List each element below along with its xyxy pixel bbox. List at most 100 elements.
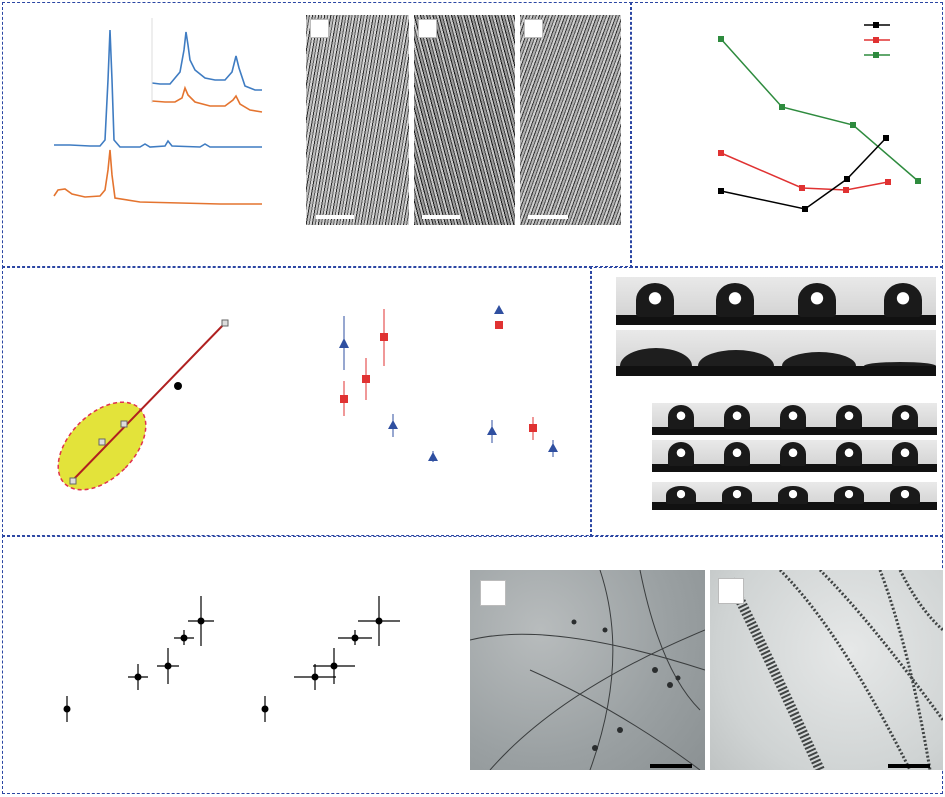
legend-red-marker — [873, 37, 879, 43]
contact-angle-strip-2 — [616, 330, 936, 376]
fiber-bead — [617, 727, 623, 733]
fiber — [878, 570, 932, 770]
fiber — [639, 570, 701, 711]
sem-image-left — [470, 570, 705, 770]
droplet — [716, 283, 754, 317]
line-plot-panel-border — [630, 2, 943, 268]
legend-green-marker — [873, 52, 879, 58]
tem-image-left — [306, 15, 409, 225]
sem-right-scale-bar — [888, 764, 930, 768]
point-red-square — [380, 333, 388, 341]
data-point — [164, 662, 172, 670]
droplet — [834, 486, 864, 504]
droplet — [724, 405, 750, 429]
data-point — [261, 705, 269, 713]
fiber — [898, 570, 943, 632]
point-blue-triangle — [428, 452, 438, 461]
series-red-point — [718, 150, 724, 156]
middle-row-border — [2, 266, 592, 537]
spectrum-blue-main — [54, 29, 262, 148]
fiber-bead — [592, 745, 598, 751]
contact-angle-strip-4 — [652, 440, 937, 472]
tem-right-scale-bar — [528, 215, 568, 219]
tem-image-middle-label — [418, 19, 437, 38]
tem-left-scale-bar — [316, 215, 354, 219]
sem-left-scale-bar — [650, 764, 692, 768]
series-red-point — [885, 179, 891, 185]
sem-right-fibers — [725, 570, 943, 770]
sem-image-left-label — [480, 580, 506, 606]
droplet — [884, 283, 922, 317]
droplet — [636, 283, 674, 317]
data-point-outlier — [174, 382, 182, 390]
spectrum-orange-inset — [151, 85, 263, 113]
spectrum-blue-inset — [151, 31, 262, 91]
series-red-line — [720, 152, 889, 191]
point-blue-triangle — [548, 443, 558, 452]
data-point — [311, 673, 319, 681]
droplet — [892, 442, 918, 466]
point-blue-triangle — [494, 305, 504, 314]
point-red-square — [529, 424, 537, 432]
series-black-point — [802, 206, 808, 212]
series-green-point — [915, 178, 921, 184]
sem-left-fibers — [470, 570, 705, 770]
data-point-square — [98, 438, 106, 446]
series-black-point — [718, 188, 724, 194]
tem-middle-scale-bar — [422, 215, 460, 219]
droplet — [836, 405, 862, 429]
fiber — [778, 570, 912, 770]
data-point-square — [69, 477, 77, 485]
series-red-point — [843, 187, 849, 193]
point-blue-triangle — [487, 426, 497, 435]
data-point — [180, 634, 188, 642]
data-point — [63, 705, 71, 713]
surface-line — [652, 464, 937, 472]
fiber-bead — [675, 675, 681, 681]
droplet — [668, 405, 694, 429]
data-point — [134, 673, 142, 681]
droplet — [892, 405, 918, 429]
spread-droplet — [620, 348, 692, 366]
fiber-bead — [602, 627, 608, 633]
tem-image-right — [520, 15, 621, 225]
droplet — [778, 486, 808, 504]
spectrum-orange-main — [53, 149, 262, 205]
droplet — [780, 405, 806, 429]
tem-image-left-label — [310, 19, 329, 38]
data-point-square — [120, 420, 128, 428]
tem-image-middle — [414, 15, 515, 225]
point-blue-triangle — [388, 420, 398, 429]
data-point — [330, 662, 338, 670]
droplet — [836, 442, 862, 466]
series-green-line — [720, 38, 919, 182]
fiber-bead — [652, 667, 658, 673]
fiber — [470, 633, 705, 671]
fiber-bead — [667, 682, 673, 688]
contact-angle-strip-1 — [616, 277, 936, 325]
fiber — [529, 669, 701, 770]
series-black-line — [720, 137, 887, 210]
point-red-square — [495, 321, 503, 329]
series-green-point — [850, 122, 856, 128]
tem-image-right-label — [524, 19, 543, 38]
droplet — [798, 283, 836, 317]
droplet — [780, 442, 806, 466]
droplet — [668, 442, 694, 466]
series-black-point — [883, 135, 889, 141]
droplet — [890, 486, 920, 504]
data-point — [375, 617, 383, 625]
sem-image-right-label — [718, 578, 744, 604]
surface-line — [616, 366, 936, 376]
series-green-point — [718, 36, 724, 42]
droplet — [722, 486, 752, 504]
line-plot-legend — [864, 22, 890, 58]
spectra-tem-panel-border — [2, 2, 632, 268]
legend-black-marker — [873, 22, 879, 28]
data-point-square — [221, 319, 229, 327]
point-red-square — [362, 375, 370, 383]
